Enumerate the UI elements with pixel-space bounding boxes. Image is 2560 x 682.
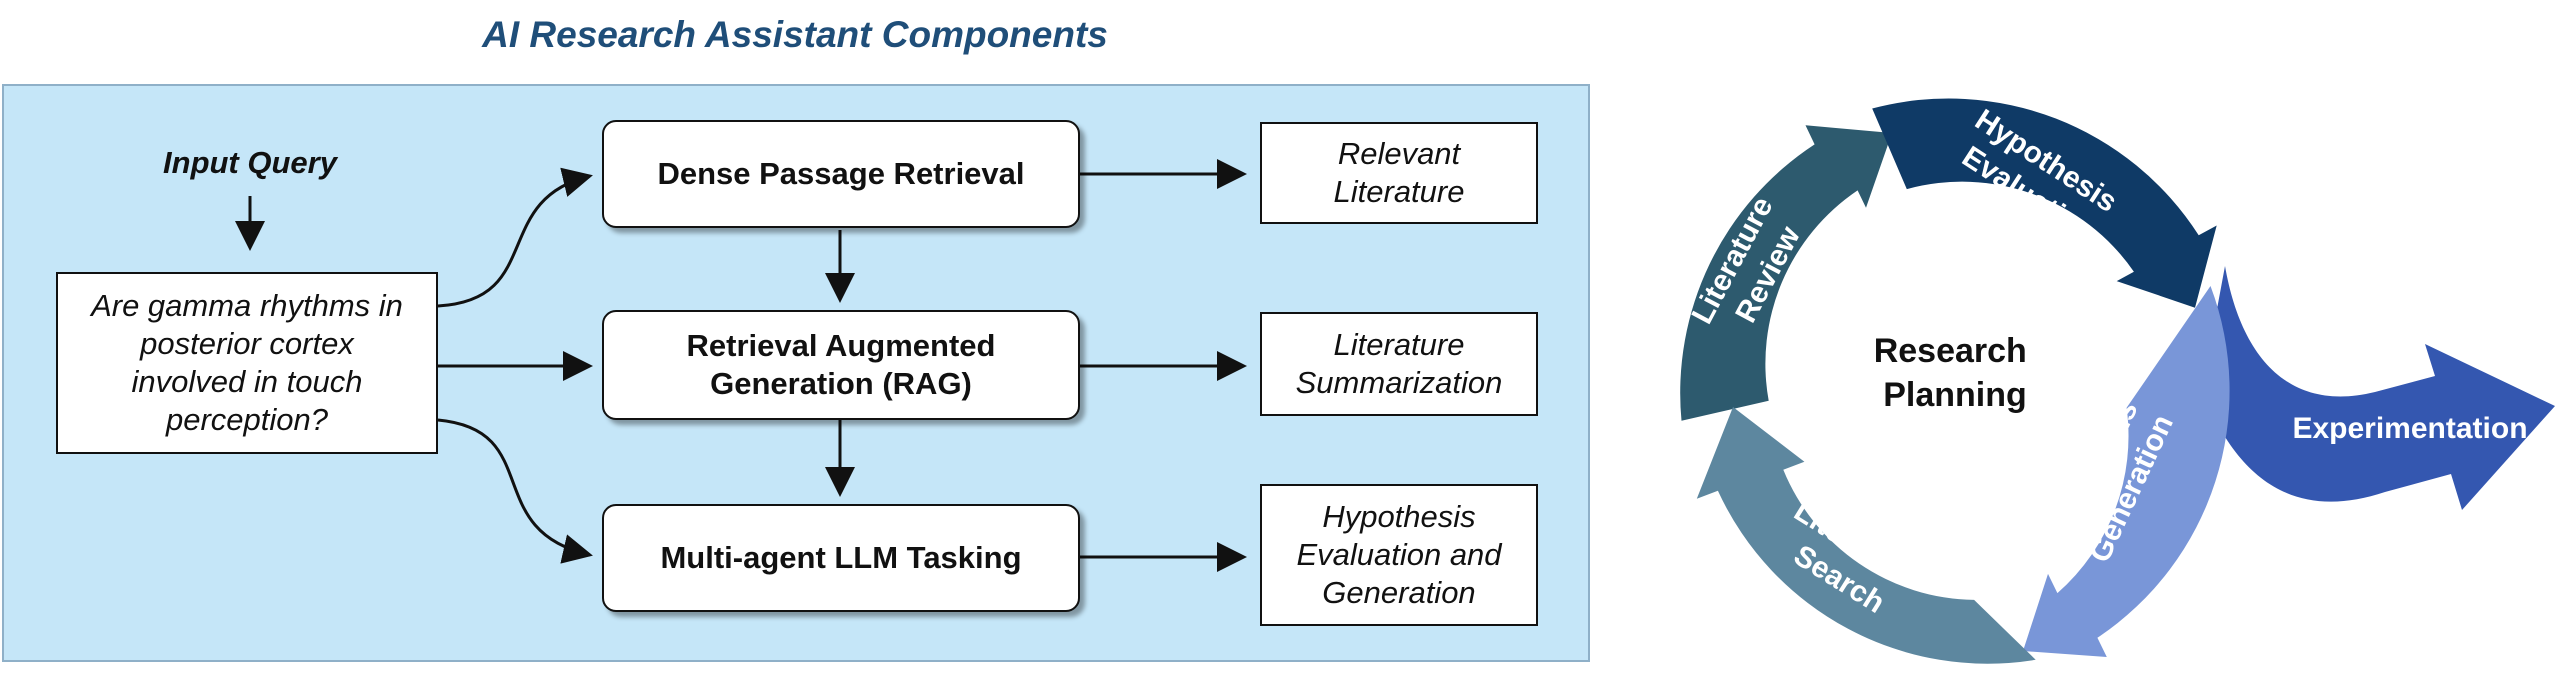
- module-dense-passage-retrieval: Dense Passage Retrieval: [602, 120, 1080, 228]
- module-rag: Retrieval Augmented Generation (RAG): [602, 310, 1080, 420]
- stage-hypothesis-generation: [2023, 286, 2230, 657]
- stage-hypothesis-evaluation: [1872, 98, 2217, 308]
- diagram-title: AI Research Assistant Components: [482, 14, 1108, 55]
- input-query-label: Input Query: [163, 145, 337, 180]
- output-relevant-literature: Relevant Literature: [1260, 122, 1538, 224]
- module-multi-agent-llm: Multi-agent LLM Tasking: [602, 504, 1080, 612]
- output-literature-summarization: Literature Summarization: [1260, 312, 1538, 416]
- arrow-query-to-dpr: [437, 167, 593, 308]
- experimentation-label: Experimentation: [2292, 412, 2527, 445]
- experimentation-arrow: [2202, 266, 2555, 510]
- stage-literature-review: [1680, 125, 1892, 421]
- research-cycle-diagram: Literature Review Hypothesis Evaluation …: [1680, 98, 2555, 664]
- query-box: Are gamma rhythms in posterior cortex in…: [56, 272, 438, 454]
- arrow-query-to-llm: [437, 418, 593, 564]
- cycle-center-label: Research Planning: [1874, 332, 2037, 414]
- stage-literature-search: [1696, 407, 2036, 664]
- flow-connectors: [235, 159, 1247, 572]
- output-hypothesis-evaluation-generation: Hypothesis Evaluation and Generation: [1260, 484, 1538, 626]
